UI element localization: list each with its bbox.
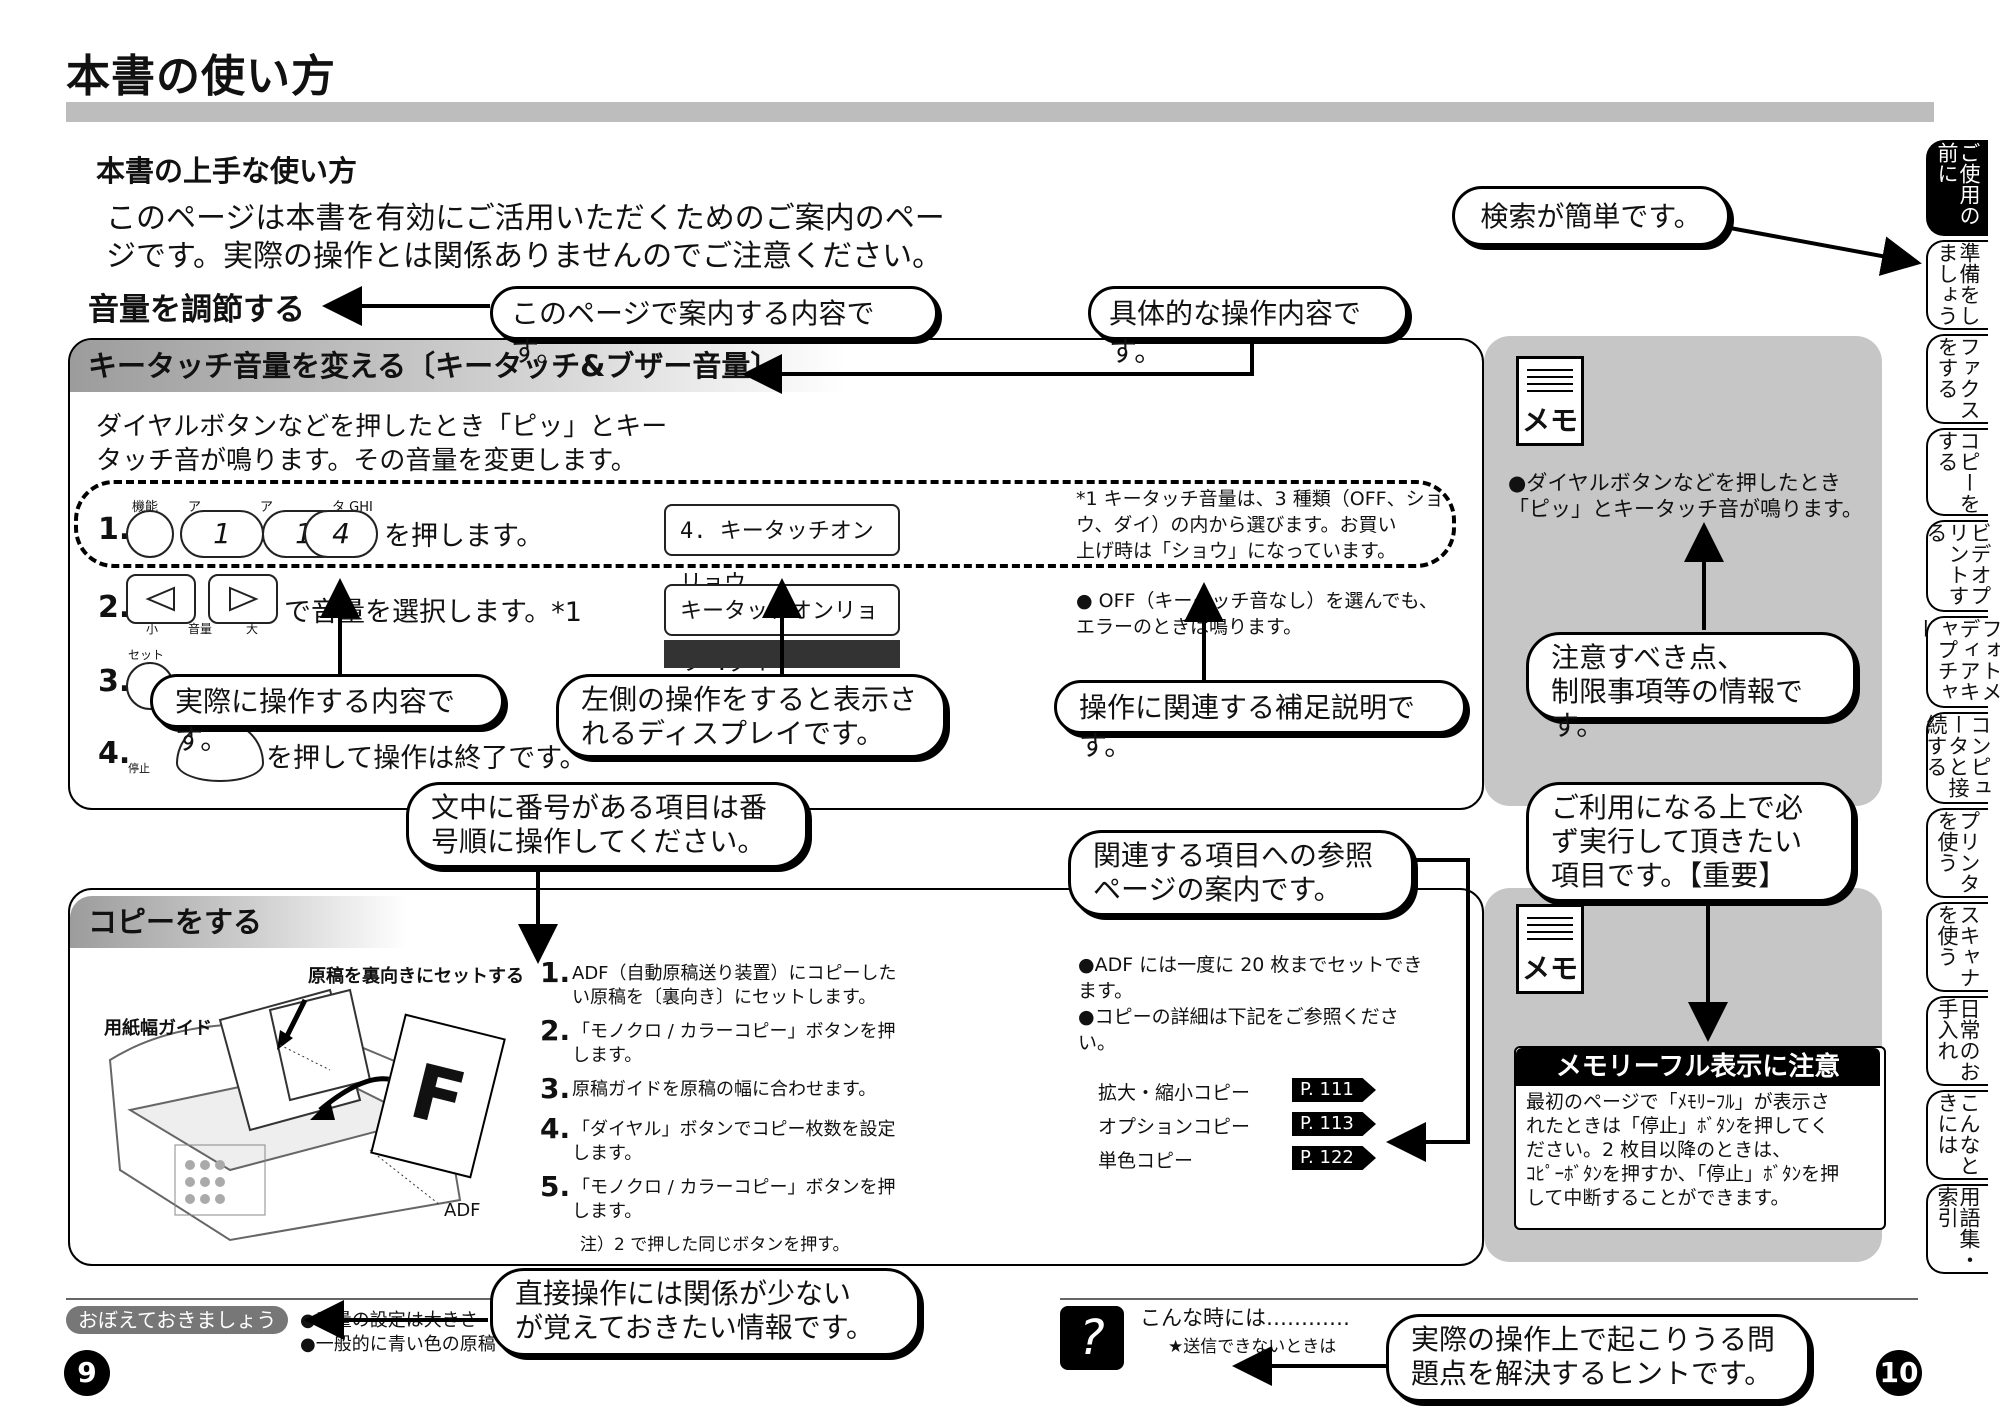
label-face-down: 原稿を裏向きにセットする [308, 966, 524, 987]
triangle-right-icon [229, 586, 259, 612]
callout-numbered-order: 文中に番号がある項目は番 号順に操作してください。 [406, 782, 808, 868]
lcd-display-1: 4. キータッチオンリョウ [664, 504, 900, 596]
callout-troubleshoot-hint: 実際の操作上で起こりうる問 題点を解決するヒントです。 [1386, 1314, 1810, 1402]
volume-large-label: 大 [246, 622, 259, 636]
copy-step3-text: 原稿ガイドを原稿の幅に合わせます。 [572, 1079, 877, 1100]
help-icon: ? [1060, 1306, 1124, 1370]
volume-down-button[interactable] [126, 574, 196, 624]
panel-copy-title: コピーをする [70, 896, 408, 948]
callout-actual-operation: 実際に操作する内容です。 [150, 674, 504, 756]
copy-step5-text: 「モノクロ / カラーコピー」ボタンを押 します。 [572, 1177, 896, 1222]
tab-photo-media[interactable]: フォトメディアキャプチャー [1913, 616, 2000, 708]
tab-video-print[interactable]: ビデオプリントする [1924, 520, 1992, 612]
trouble-item[interactable]: ★送信できないときは [1168, 1337, 1337, 1357]
memo-icon: メモ [1516, 356, 1584, 446]
remember-line-1: ●音量の設定は大きさ [300, 1310, 478, 1331]
tab-fax[interactable]: ファクスをする [1926, 334, 1988, 424]
step4-number: 4. [98, 736, 131, 771]
ref-label-1: 拡大・縮小コピー [1098, 1082, 1251, 1104]
step1-number: 1. [98, 512, 131, 547]
page-title: 本書の使い方 [66, 51, 336, 102]
callout-reference-pages: 関連する項目への参照 ページの案内です。 [1068, 830, 1414, 916]
callout-caution: 注意すべき点、 制限事項等の情報です。 [1526, 632, 1856, 742]
lcd-display-2: キータッチオンリョウ :ダイ [664, 584, 900, 676]
ref-page-badge-1[interactable]: P. 111 [1292, 1078, 1376, 1102]
tab-troubleshoot[interactable]: こんなときには [1926, 1090, 1988, 1180]
copy-step4-text: 「ダイヤル」ボタンでコピー枚数を設定 します。 [572, 1119, 896, 1164]
tab-before-use[interactable]: ご使用の前に [1926, 140, 1988, 236]
remember-pill: おぼえておきましょう [66, 1306, 289, 1334]
volume-small-label: 小 [146, 622, 159, 636]
step4-text: を押して操作は終了です。 [266, 743, 587, 774]
step2-number: 2. [98, 590, 131, 625]
lcd-display-3 [664, 640, 900, 668]
stop-label: 停止 [128, 762, 150, 775]
intro-text: このページは本書を有効にご活用いただくためのご案内のペー ジです。実際の操作とは… [106, 201, 945, 274]
fax-machine-illustration [108, 988, 462, 1242]
callout-search-easy: 検索が簡単です。 [1452, 186, 1730, 246]
memo1-text: ●ダイヤルボタンなどを押したとき 「ピッ」とキータッチ音が鳴ります。 [1508, 471, 1863, 521]
tab-printer[interactable]: プリンタを使う [1926, 808, 1988, 898]
callout-page-content: このページで案内する内容です。 [490, 286, 938, 368]
page-number-right: 10 [1876, 1350, 1922, 1396]
copy-step3-num: 3. [540, 1072, 571, 1105]
subheading: 本書の上手な使い方 [96, 154, 358, 188]
triangle-left-icon [145, 586, 175, 612]
remember-line-2: ●一般的に青い色の原稿 [300, 1334, 496, 1355]
memory-full-heading: メモリーフル表示に注意 [1516, 1048, 1880, 1086]
copy-step2-text: 「モノクロ / カラーコピー」ボタンを押 します。 [572, 1021, 896, 1066]
copy-step4-num: 4. [540, 1112, 571, 1145]
panel1-note: ● OFF（キータッチ音なし）を選んでも、 エラーのときは鳴ります。 [1076, 590, 1438, 638]
volume-label: 音量 [188, 622, 213, 636]
label-guide: 用紙幅ガイド [104, 1018, 212, 1039]
callout-remember: 直接操作には関係が少ない が覚えておきたい情報です。 [490, 1268, 920, 1356]
button-label-a2: ア [260, 500, 274, 515]
tab-scanner[interactable]: スキャナを使う [1926, 902, 1988, 992]
panel-key-touch-desc: ダイヤルボタンなどを押したとき「ピッ」とキー タッチ音が鳴ります。その音量を変更… [96, 412, 668, 476]
callout-specific-operation: 具体的な操作内容です。 [1088, 286, 1408, 368]
tab-glossary-index[interactable]: 用語集・索引 [1926, 1184, 1988, 1274]
label-adf: ADF [444, 1200, 481, 1221]
footnote: *1 キータッチ音量は、3 種類（OFF、ショ ウ、ダイ）の内から選びます。お買… [1076, 488, 1444, 562]
copy-step2-num: 2. [540, 1014, 571, 1047]
page-number-left: 9 [64, 1350, 110, 1396]
trouble-title: こんな時には………… [1140, 1306, 1350, 1330]
copy-notes: ●ADF には一度に 20 枚までセットでき ます。 ●コピーの詳細は下記をご参… [1078, 954, 1423, 1054]
set-label: セット [128, 648, 165, 662]
dial-button-4[interactable]: 4 [304, 510, 378, 558]
copy-step5-num: 5. [540, 1170, 571, 1203]
tab-copy[interactable]: コピーをする [1926, 428, 1988, 516]
copy-step1-text: ADF（自動原稿送り装置）にコピーした い原稿を〔裏向き〕にセットします。 [572, 963, 897, 1008]
callout-supplement: 操作に関連する補足説明です。 [1054, 680, 1466, 762]
memo-icon-2: メモ [1516, 904, 1584, 994]
footer-divider-right [1060, 1298, 1918, 1300]
tab-prepare[interactable]: 準備をしましょう [1926, 240, 1988, 330]
ref-page-badge-3[interactable]: P. 122 [1292, 1146, 1376, 1170]
volume-up-button[interactable] [208, 574, 278, 624]
step1-text: を押します。 [384, 521, 544, 552]
function-button[interactable] [126, 510, 174, 558]
ref-label-2: オプションコピー [1098, 1116, 1251, 1138]
section-heading: 音量を調節する [88, 292, 305, 328]
title-divider [66, 102, 1934, 122]
copy-step5-note: 注）2 で押した同じボタンを押す。 [580, 1235, 850, 1255]
dial-button-1a[interactable]: 1 [180, 510, 264, 558]
panel-key-touch-title: キータッチ音量を変える〔キータッチ&ブザー音量〕 [70, 340, 848, 392]
step3-number: 3. [98, 664, 131, 699]
step2-text: で音量を選択します。*1 [284, 597, 582, 628]
tab-computer[interactable]: コンピュータと接続する [1924, 712, 1992, 804]
callout-display-info: 左側の操作をすると表示さ れるディスプレイです。 [556, 674, 946, 758]
dashed-highlight [74, 480, 1456, 568]
copy-step1-num: 1. [540, 956, 571, 989]
memory-full-text: 最初のページで「ﾒﾓﾘｰﾌﾙ」が表示さ れたときは「停止」ﾎﾞﾀﾝを押してく だ… [1526, 1091, 1840, 1209]
callout-must-do: ご利用になる上で必 ず実行して頂きたい 項目です。【重要】 [1526, 782, 1854, 902]
ref-page-badge-2[interactable]: P. 113 [1292, 1112, 1376, 1136]
tab-maintenance[interactable]: 日常のお手入れ [1926, 996, 1988, 1086]
ref-label-3: 単色コピー [1098, 1150, 1194, 1172]
